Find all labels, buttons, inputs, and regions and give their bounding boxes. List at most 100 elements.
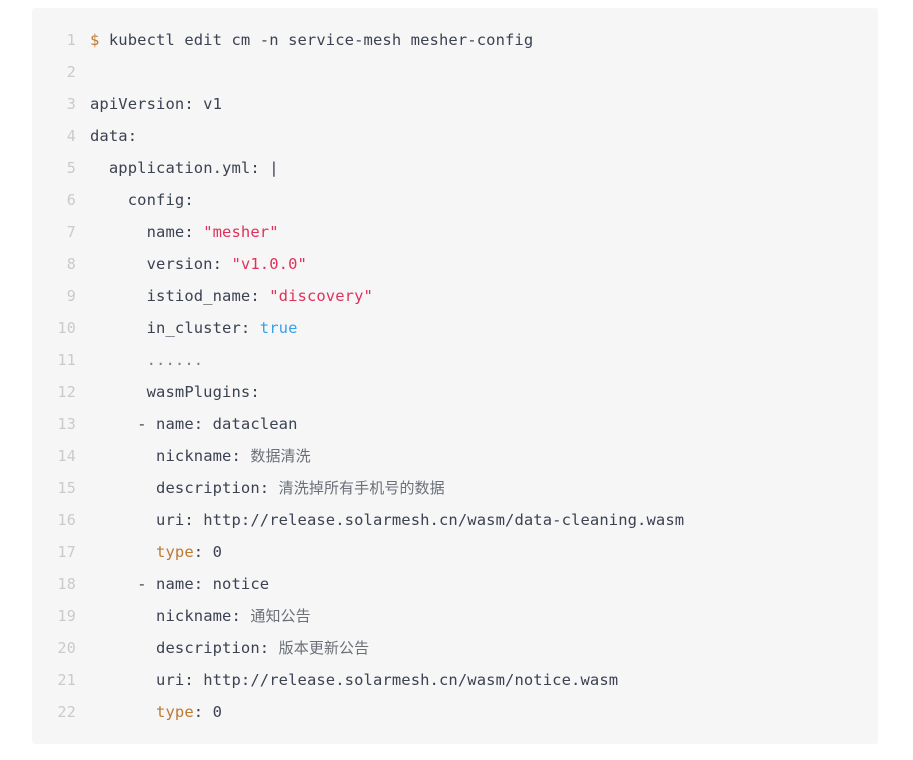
line-number: 19 bbox=[57, 607, 76, 625]
line-number: 7 bbox=[66, 223, 76, 241]
line-number: 12 bbox=[57, 383, 76, 401]
code-token-typekey: type bbox=[156, 543, 194, 561]
code-line-content: config: bbox=[90, 184, 878, 216]
code-line: 12 wasmPlugins: bbox=[32, 376, 878, 408]
code-token-prompt: $ bbox=[90, 31, 100, 49]
line-number: 18 bbox=[57, 575, 76, 593]
code-line-content: $ kubectl edit cm -n service-mesh mesher… bbox=[90, 24, 878, 56]
code-token-num: 0 bbox=[212, 703, 223, 721]
indent-spacer bbox=[90, 287, 147, 305]
line-number: 1 bbox=[66, 31, 76, 49]
line-number: 16 bbox=[57, 511, 76, 529]
code-token-str: "discovery" bbox=[269, 287, 373, 305]
line-number: 2 bbox=[66, 63, 76, 81]
code-token-plain: application.yml: | bbox=[108, 159, 279, 177]
indent-spacer bbox=[90, 223, 147, 241]
code-line: 22 type: 0 bbox=[32, 696, 878, 728]
code-line: 19 nickname: 通知公告 bbox=[32, 600, 878, 632]
code-token-cjk: 版本更新公告 bbox=[278, 639, 370, 657]
line-number: 22 bbox=[57, 703, 76, 721]
indent-spacer bbox=[90, 671, 156, 689]
code-token-str: "v1.0.0" bbox=[231, 255, 307, 273]
code-token-plain: in_cluster: bbox=[146, 319, 260, 337]
code-token-cjk: 清洗掉所有手机号的数据 bbox=[278, 479, 445, 497]
code-token-plain: version: bbox=[146, 255, 232, 273]
code-line-content: ...... bbox=[90, 344, 878, 376]
code-token-plain: : bbox=[193, 703, 213, 721]
code-token-plain: wasmPlugins: bbox=[146, 383, 260, 401]
code-token-plain: nickname: bbox=[156, 447, 251, 465]
line-number: 14 bbox=[57, 447, 76, 465]
code-line-content: description: 版本更新公告 bbox=[90, 632, 878, 664]
code-line: 20 description: 版本更新公告 bbox=[32, 632, 878, 664]
indent-spacer bbox=[90, 191, 128, 209]
line-number: 5 bbox=[66, 159, 76, 177]
line-number: 10 bbox=[57, 319, 76, 337]
code-token-typekey: type bbox=[156, 703, 194, 721]
indent-spacer bbox=[90, 159, 109, 177]
indent-spacer bbox=[90, 319, 147, 337]
code-block[interactable]: 1 $ kubectl edit cm -n service-mesh meshe… bbox=[32, 8, 878, 744]
code-line: 8 version: "v1.0.0" bbox=[32, 248, 878, 280]
code-token-plain: - name: dataclean bbox=[137, 415, 298, 433]
code-lines: 1 $ kubectl edit cm -n service-mesh meshe… bbox=[32, 24, 878, 728]
line-number: 17 bbox=[57, 543, 76, 561]
code-line-content: uri: http://release.solarmesh.cn/wasm/da… bbox=[90, 504, 878, 536]
code-line-content: nickname: 数据清洗 bbox=[90, 440, 878, 472]
code-line-content: uri: http://release.solarmesh.cn/wasm/no… bbox=[90, 664, 878, 696]
code-token-dots: ...... bbox=[146, 351, 204, 369]
code-token-plain: uri: http://release.solarmesh.cn/wasm/no… bbox=[156, 671, 619, 689]
code-line: 13 - name: dataclean bbox=[32, 408, 878, 440]
code-line: 17 type: 0 bbox=[32, 536, 878, 568]
code-line: 7 name: "mesher" bbox=[32, 216, 878, 248]
indent-spacer bbox=[90, 607, 156, 625]
code-token-plain: description: bbox=[156, 639, 279, 657]
code-line-content: name: "mesher" bbox=[90, 216, 878, 248]
code-line-content: type: 0 bbox=[90, 536, 878, 568]
line-number: 6 bbox=[66, 191, 76, 209]
code-token-plain: istiod_name: bbox=[146, 287, 270, 305]
code-line-content: description: 清洗掉所有手机号的数据 bbox=[90, 472, 878, 504]
code-line: 4 data: bbox=[32, 120, 878, 152]
code-token-cjk: 数据清洗 bbox=[250, 447, 311, 465]
code-line-content: version: "v1.0.0" bbox=[90, 248, 878, 280]
code-line: 5 application.yml: | bbox=[32, 152, 878, 184]
code-line-content: apiVersion: v1 bbox=[90, 88, 878, 120]
indent-spacer bbox=[90, 543, 156, 561]
indent-spacer bbox=[90, 575, 137, 593]
indent-spacer bbox=[90, 447, 156, 465]
code-line-content: in_cluster: true bbox=[90, 312, 878, 344]
code-line: 1 $ kubectl edit cm -n service-mesh meshe… bbox=[32, 24, 878, 56]
code-line: 2 bbox=[32, 56, 878, 88]
code-token-plain: config: bbox=[127, 191, 194, 209]
code-line: 11 ...... bbox=[32, 344, 878, 376]
code-line-content: type: 0 bbox=[90, 696, 878, 728]
code-line-content: data: bbox=[90, 120, 878, 152]
indent-spacer bbox=[90, 479, 156, 497]
line-number: 4 bbox=[66, 127, 76, 145]
indent-spacer bbox=[90, 415, 137, 433]
line-number: 13 bbox=[57, 415, 76, 433]
indent-spacer bbox=[90, 351, 147, 369]
indent-spacer bbox=[90, 255, 147, 273]
indent-spacer bbox=[90, 511, 156, 529]
code-line: 14 nickname: 数据清洗 bbox=[32, 440, 878, 472]
code-line-content: application.yml: | bbox=[90, 152, 878, 184]
code-token-bool: true bbox=[259, 319, 298, 337]
code-line-content: nickname: 通知公告 bbox=[90, 600, 878, 632]
code-token-plain: uri: http://release.solarmesh.cn/wasm/da… bbox=[156, 511, 685, 529]
code-line: 9 istiod_name: "discovery" bbox=[32, 280, 878, 312]
code-token-num: 0 bbox=[212, 543, 223, 561]
code-line-content: - name: notice bbox=[90, 568, 878, 600]
line-number: 20 bbox=[57, 639, 76, 657]
indent-spacer bbox=[90, 703, 156, 721]
code-line: 10 in_cluster: true bbox=[32, 312, 878, 344]
code-line: 15 description: 清洗掉所有手机号的数据 bbox=[32, 472, 878, 504]
indent-spacer bbox=[90, 383, 147, 401]
code-token-plain: data: bbox=[90, 127, 138, 145]
code-token-plain: apiVersion: v1 bbox=[90, 95, 223, 113]
line-number: 11 bbox=[57, 351, 76, 369]
line-number: 15 bbox=[57, 479, 76, 497]
code-token-plain: kubectl edit cm -n service-mesh mesher-c… bbox=[99, 31, 534, 49]
